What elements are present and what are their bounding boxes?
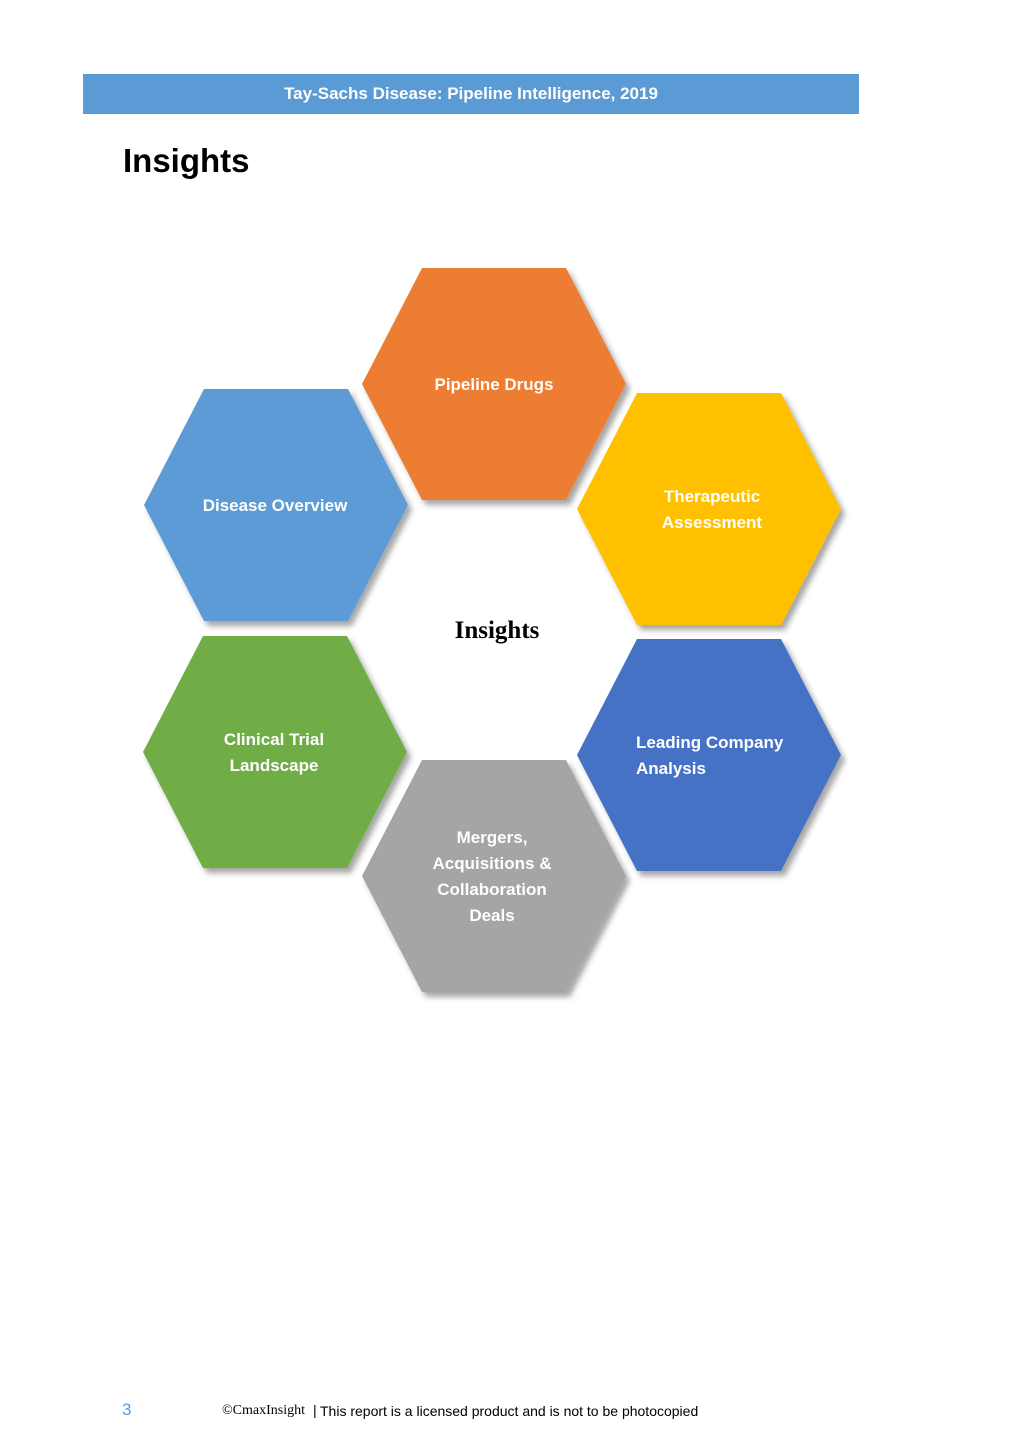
page-number: 3 (122, 1400, 132, 1419)
hexagon-label-mergers-acquisitions-deals: Collaboration (437, 880, 547, 899)
hexagon-shape-mergers-acquisitions-deals (362, 760, 626, 992)
header-band: Tay-Sachs Disease: Pipeline Intelligence… (83, 74, 859, 114)
hexagon-shape-clinical-trial-landscape (143, 636, 407, 868)
page-title: Insights (123, 142, 250, 179)
hexagon-label-mergers-acquisitions-deals: Acquisitions & (432, 854, 551, 873)
diagram-center-label: Insights (455, 617, 540, 644)
hexagon-shape-pipeline-drugs (362, 268, 626, 500)
hexagon-shape-disease-overview (144, 389, 408, 621)
footer-notice: This report is a licensed product and is… (320, 1403, 699, 1419)
hexagon-pipeline-drugs: Pipeline Drugs (362, 268, 626, 500)
hexagon-label-therapeutic-assessment: Assessment (662, 513, 763, 532)
hexagon-label-leading-company-analysis: Leading Company (636, 733, 784, 752)
hexagon-label-clinical-trial-landscape: Landscape (230, 756, 319, 775)
header-title: Tay-Sachs Disease: Pipeline Intelligence… (284, 84, 658, 103)
hexagon-shape-leading-company-analysis (577, 639, 841, 871)
hexagon-label-clinical-trial-landscape: Clinical Trial (224, 730, 324, 749)
hexagon-label-therapeutic-assessment: Therapeutic (664, 487, 760, 506)
page-footer: 3 ©CmaxInsight | This report is a licens… (0, 1398, 1023, 1428)
footer-separator: | (313, 1402, 317, 1418)
footer-brand: ©CmaxInsight (222, 1403, 305, 1418)
hexagon-label-mergers-acquisitions-deals: Mergers, (457, 828, 528, 847)
hexagon-label-pipeline-drugs: Pipeline Drugs (434, 375, 553, 394)
hexagon-label-disease-overview: Disease Overview (203, 496, 348, 515)
hexagon-shape-therapeutic-assessment (577, 393, 841, 625)
hexagon-label-leading-company-analysis: Analysis (636, 759, 706, 778)
hexagon-disease-overview: Disease Overview (144, 389, 408, 621)
hexagon-label-mergers-acquisitions-deals: Deals (469, 906, 514, 925)
